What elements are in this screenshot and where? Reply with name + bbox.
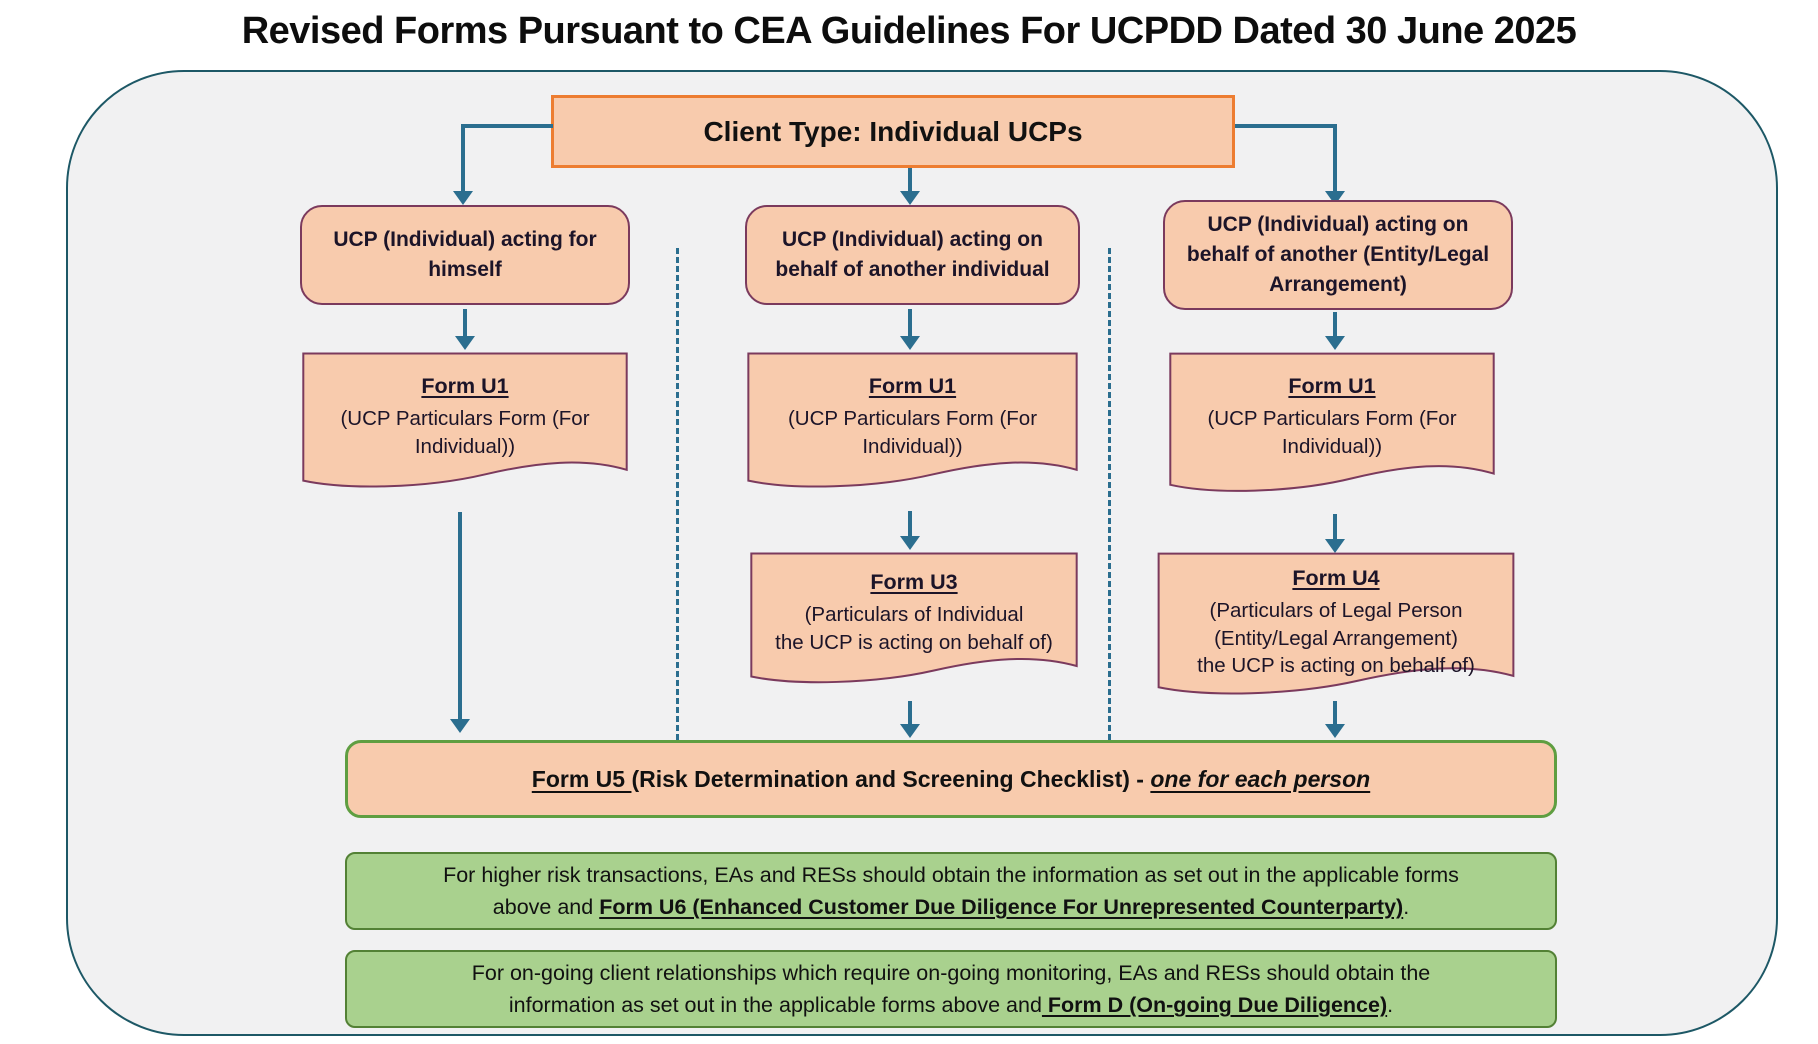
form-u4-line3: the UCP is acting on behalf of) — [1197, 654, 1475, 678]
node-client-type-label: Client Type: Individual UCPs — [703, 115, 1083, 147]
arrow-middle-branch-to-u1 — [908, 309, 912, 337]
form-u5-emphasis: one for each person — [1150, 765, 1371, 792]
page-title: Revised Forms Pursuant to CEA Guidelines… — [241, 10, 1577, 52]
node-form-u5: Form U5 (Risk Determination and Screenin… — [345, 740, 1557, 818]
form-u5-title: Form U5 — [531, 765, 632, 792]
form-u4-line2: (Entity/Legal Arrangement) — [1214, 626, 1458, 650]
doc-form-u1-right: Form U1 (UCP Particulars Form (For Indiv… — [1167, 352, 1497, 512]
form-u1-line2: Individual)) — [862, 434, 963, 458]
note-higher-risk-text: For higher risk transactions, EAs and RE… — [443, 862, 1459, 919]
form-u5-description: (Risk Determination and Screening Checkl… — [631, 765, 1151, 792]
note-higher-risk-period: . — [1403, 895, 1410, 919]
form-u1-title: Form U1 — [1288, 374, 1376, 398]
form-u4-title: Form U4 — [1292, 566, 1380, 590]
node-branch-left-label: UCP (Individual) acting for himself — [333, 228, 597, 281]
arrow-u4-to-u5 — [1333, 701, 1337, 725]
node-branch-acting-for-himself: UCP (Individual) acting for himself — [300, 205, 630, 305]
document-shape — [745, 352, 1080, 507]
arrow-right-branch-to-u1 — [1333, 312, 1337, 337]
doc-form-u1-left: Form U1 (UCP Particulars Form (For Indiv… — [300, 352, 630, 507]
connector-right-arrow — [1333, 124, 1337, 192]
node-branch-middle-label: UCP (Individual) acting on behalf of ano… — [775, 228, 1050, 281]
arrow-left-u1-to-u5 — [458, 512, 462, 720]
node-branch-behalf-individual: UCP (Individual) acting on behalf of ano… — [745, 205, 1080, 305]
note-higher-risk: For higher risk transactions, EAs and RE… — [345, 852, 1557, 930]
note-ongoing: For on-going client relationships which … — [345, 950, 1557, 1028]
form-u1-line1: (UCP Particulars Form (For — [340, 407, 590, 431]
arrow-left-branch-to-u1 — [463, 309, 467, 337]
arrow-u3-to-u5 — [908, 701, 912, 725]
doc-form-u1-middle: Form U1 (UCP Particulars Form (For Indiv… — [745, 352, 1080, 507]
note-form-u6-reference: Form U6 (Enhanced Customer Due Diligence… — [599, 895, 1404, 919]
document-shape — [300, 352, 630, 507]
connector-right-horizontal — [1235, 124, 1335, 128]
doc-form-u4: Form U4 (Particulars of Legal Person (En… — [1155, 552, 1517, 715]
form-u3-line2: the UCP is acting on behalf of) — [775, 630, 1053, 654]
connector-middle-arrow — [908, 168, 912, 192]
form-u1-line2: Individual)) — [1281, 434, 1383, 458]
form-u1-line1: (UCP Particulars Form (For — [787, 407, 1038, 431]
doc-form-u3: Form U3 (Particulars of Individual the U… — [748, 552, 1080, 702]
document-shape — [1155, 552, 1517, 715]
document-shape — [748, 552, 1080, 702]
connector-left-horizontal — [463, 124, 553, 128]
node-client-type: Client Type: Individual UCPs — [551, 95, 1235, 168]
node-branch-behalf-entity: UCP (Individual) acting on behalf of ano… — [1163, 200, 1513, 310]
dashed-separator-right — [1108, 248, 1111, 740]
dashed-separator-left — [676, 248, 679, 740]
form-u1-title: Form U1 — [421, 374, 509, 398]
form-u4-line1: (Particulars of Legal Person — [1209, 599, 1463, 623]
form-u1-line2: Individual)) — [414, 434, 516, 458]
arrow-middle-u1-to-u3 — [908, 511, 912, 537]
node-branch-right-label: UCP (Individual) acting on behalf of ano… — [1186, 213, 1490, 296]
document-shape — [1167, 352, 1497, 512]
arrow-right-u1-to-u4 — [1333, 514, 1337, 540]
form-u1-title: Form U1 — [868, 374, 957, 398]
note-ongoing-period: . — [1387, 993, 1394, 1017]
note-form-d-reference: Form D (On-going Due Diligence) — [1041, 993, 1388, 1017]
connector-left-arrow — [461, 124, 465, 192]
form-u1-line1: (UCP Particulars Form (For — [1207, 407, 1457, 431]
form-u3-line1: (Particulars of Individual — [804, 603, 1024, 627]
form-u3-title: Form U3 — [870, 570, 958, 594]
note-ongoing-text: For on-going client relationships which … — [471, 960, 1431, 1017]
